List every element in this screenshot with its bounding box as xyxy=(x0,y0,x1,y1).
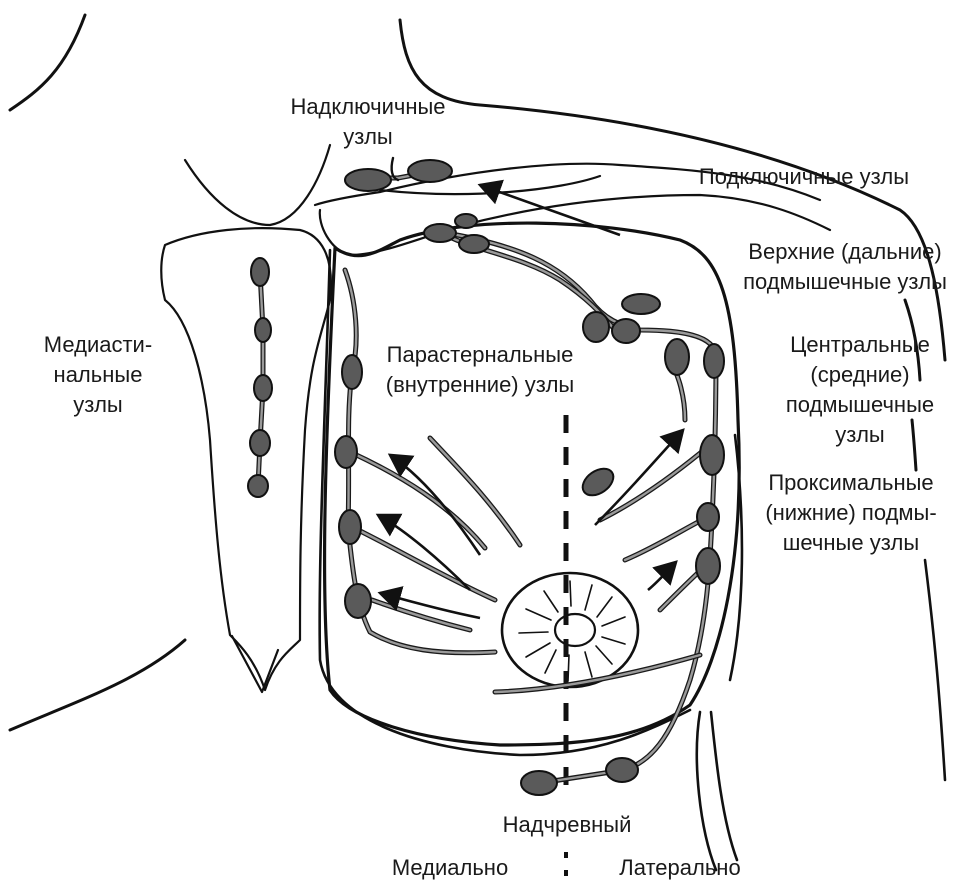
lymph-node xyxy=(622,294,660,314)
infraclavicular-nodes-label: Подключичные узлы xyxy=(684,162,924,192)
areola xyxy=(502,573,638,687)
lymph-node xyxy=(665,339,689,375)
lymph-node xyxy=(345,169,391,191)
axillary-chain xyxy=(440,232,716,783)
lymph-node xyxy=(251,258,269,286)
lymph-node xyxy=(248,475,268,497)
sternum-outline xyxy=(161,228,331,690)
lymph-vessels xyxy=(348,355,712,692)
proximal-axillary-nodes-label: Проксимальные (нижние) подмы- шечные узл… xyxy=(746,468,956,558)
lymph-node xyxy=(250,430,270,456)
lymph-node xyxy=(696,548,720,584)
epigastric-label: Надчревный xyxy=(482,810,652,840)
central-axillary-nodes-label: Центральные (средние) подмышечные узлы xyxy=(770,330,950,450)
parasternal-nodes-label: Парастернальные (внутренние) узлы xyxy=(365,340,595,400)
lymph-node xyxy=(255,318,271,342)
lymph-node xyxy=(339,510,361,544)
lymph-node xyxy=(583,312,609,342)
lymph-node xyxy=(700,435,724,475)
breast-outline xyxy=(325,223,740,745)
lymph-node xyxy=(342,355,362,389)
lymph-node xyxy=(459,235,489,253)
lymph-node xyxy=(345,584,371,618)
medial-direction-label: Медиально xyxy=(360,853,540,883)
lymph-node xyxy=(455,214,477,228)
lymph-nodes xyxy=(248,160,724,795)
lymph-node xyxy=(606,758,638,782)
lymph-node xyxy=(254,375,272,401)
lymph-node xyxy=(335,436,357,468)
lymph-node xyxy=(704,344,724,378)
mediastinal-nodes-label: Медиасти- нальные узлы xyxy=(18,330,178,420)
upper-axillary-nodes-label: Верхние (дальние) подмышечные узлы xyxy=(728,237,962,297)
lymph-node xyxy=(697,503,719,531)
lymph-node xyxy=(521,771,557,795)
lateral-direction-label: Латерально xyxy=(590,853,770,883)
lymph-node xyxy=(578,463,618,501)
supraclavicular-nodes-label: Надключичные узлы xyxy=(278,92,458,152)
lymph-node xyxy=(612,319,640,343)
lymph-node xyxy=(424,224,456,242)
lymph-node xyxy=(408,160,452,182)
